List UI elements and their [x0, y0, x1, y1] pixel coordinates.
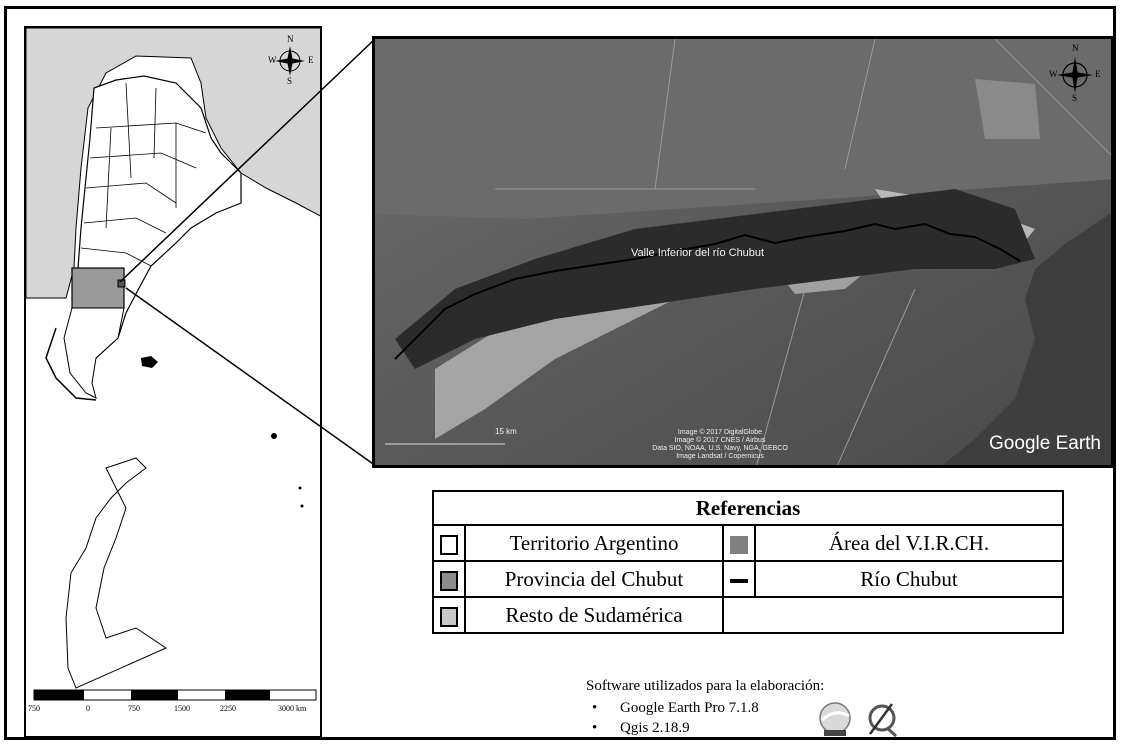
- legend-table: Referencias Territorio Argentino Área de…: [432, 490, 1064, 634]
- legend-swatch-cell: [432, 560, 466, 598]
- satellite-terrain: [375, 39, 1111, 465]
- rio-chubut-line: [394, 222, 1021, 360]
- map-frame: [4, 6, 1116, 740]
- swatch-sudamerica: [440, 606, 458, 627]
- legend-label: Provincia del Chubut: [464, 560, 724, 598]
- google-earth-icon: [816, 700, 856, 738]
- legend-swatch-cell: [722, 560, 756, 598]
- qgis-icon: [862, 698, 902, 738]
- compass-e-label: E: [1095, 69, 1101, 79]
- software-title: Software utilizados para la elaboración:: [586, 678, 825, 694]
- province-borders: [80, 82, 207, 267]
- legend-label: Resto de Sudamérica: [464, 596, 724, 634]
- scale-tick-label: 750: [28, 704, 40, 713]
- legend-swatch-cell: [432, 524, 466, 562]
- legend-swatch-cell: [432, 596, 466, 634]
- scale-tick-label: 1500: [174, 704, 190, 713]
- compass-w-label: W: [1049, 69, 1058, 79]
- imagery-credits: Image © 2017 DigitalGlobe Image © 2017 C…: [620, 429, 820, 461]
- compass-s-label: S: [1072, 93, 1078, 103]
- software-credits: Software utilizados para la elaboración:…: [586, 676, 824, 738]
- scale-tick-label: 2250: [220, 704, 236, 713]
- credit-line: Data SIO, NOAA, U.S. Navy, NGA, GEBCO: [652, 445, 788, 452]
- credit-line: Image © 2017 DigitalGlobe: [677, 429, 763, 436]
- google-earth-logo: Google Earth: [989, 433, 1101, 454]
- scale-tick-label: 750: [128, 704, 140, 713]
- compass-e-label: E: [308, 55, 314, 65]
- credit-line: Image Landsat / Copernicus: [676, 453, 764, 460]
- legend-label: Territorio Argentino: [464, 524, 724, 562]
- legend-title: Referencias: [432, 490, 1064, 526]
- malvinas-islands: [141, 356, 158, 368]
- swatch-virch: [730, 535, 748, 554]
- legend-label: Río Chubut: [754, 560, 1064, 598]
- credit-line: Image © 2017 CNES / Airbus: [674, 437, 766, 444]
- compass-rose-icon: N S W E: [1049, 43, 1101, 103]
- software-item: Google Earth Pro 7.1.8: [586, 698, 824, 718]
- swatch-chubut: [440, 570, 458, 591]
- overview-map-graphic: [26, 28, 320, 701]
- compass-rose-icon: N S W E: [268, 34, 314, 86]
- swatch-rio: [730, 578, 748, 583]
- software-item: Qgis 2.18.9: [586, 718, 824, 738]
- compass-s-label: S: [287, 76, 293, 86]
- swatch-territorio: [440, 534, 458, 555]
- scale-tick-label: 3000 km: [278, 704, 307, 713]
- chubut-province-shape: [71, 267, 125, 309]
- legend-label: Área del V.I.R.CH.: [754, 524, 1064, 562]
- compass-w-label: W: [268, 55, 277, 65]
- overview-map: N S W E 750 0 750 1500 2250 3000 km: [24, 26, 322, 738]
- legend-empty-cell: [722, 596, 1064, 634]
- compass-n-label: N: [1072, 43, 1079, 53]
- legend-swatch-cell: [722, 524, 756, 562]
- satellite-scale-label: 15 km: [495, 427, 517, 436]
- valley-label: Valle Inferior del río Chubut: [631, 247, 765, 259]
- antarctic-peninsula: [65, 457, 168, 689]
- satellite-image: Valle Inferior del río Chubut 15 km Imag…: [372, 36, 1114, 468]
- patagonia-south-shape: [63, 307, 125, 399]
- compass-n-label: N: [287, 34, 294, 44]
- scale-tick-label: 0: [86, 704, 90, 713]
